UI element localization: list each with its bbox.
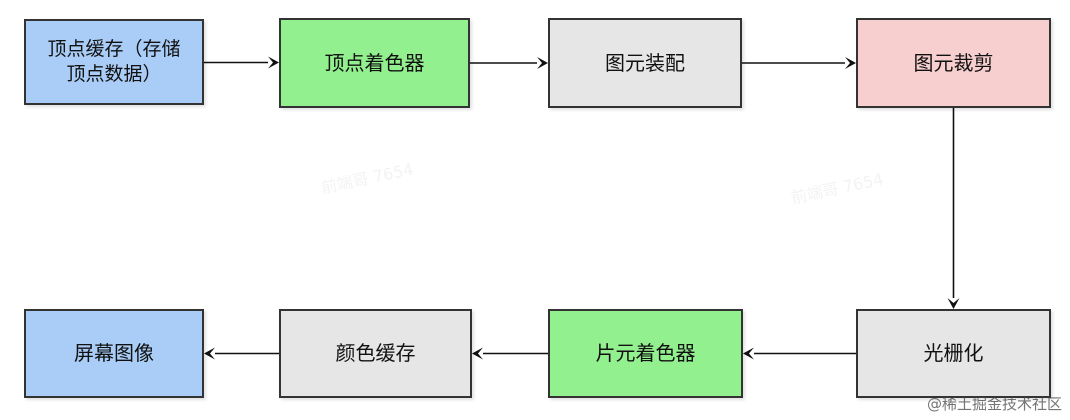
vertex-buffer-node: 顶点缓存（存储顶点数据） (24, 19, 204, 105)
edge-n6-n7 (472, 347, 548, 360)
arrowhead (845, 57, 856, 69)
arrowhead (472, 347, 483, 360)
edge-n4-n5 (947, 108, 960, 309)
edge-n1-n2 (204, 56, 279, 69)
primitive-assembly-node: 图元装配 (548, 18, 742, 108)
vertex-shader-node: 顶点着色器 (279, 18, 470, 108)
edge-n7-n8 (204, 347, 279, 360)
arrowhead (743, 347, 754, 360)
edge-n5-n6 (743, 347, 856, 360)
arrowhead (204, 347, 215, 360)
vertex-buffer-label: 顶点缓存（存储顶点数据） (47, 38, 181, 85)
arrowhead (268, 56, 279, 69)
rasterization-label: 光栅化 (923, 341, 984, 365)
primitive-clipping-label: 图元裁剪 (913, 50, 994, 75)
vertex-shader-label: 顶点着色器 (324, 50, 425, 75)
screen-image-node: 屏幕图像 (24, 309, 204, 398)
fragment-shader-node: 片元着色器 (548, 309, 743, 398)
source-credit: @稀土掘金技术社区 (926, 395, 1062, 413)
edge-n3-n4 (742, 57, 856, 69)
fragment-shader-label: 片元着色器 (595, 341, 696, 365)
arrowhead (947, 298, 960, 309)
screen-image-label: 屏幕图像 (74, 341, 154, 365)
color-buffer-node: 颜色缓存 (279, 309, 472, 398)
primitive-assembly-label: 图元装配 (605, 50, 685, 75)
primitive-clipping-node: 图元裁剪 (856, 18, 1051, 108)
arrowhead (537, 57, 548, 69)
color-buffer-label: 颜色缓存 (335, 341, 416, 365)
edge-n2-n3 (470, 57, 548, 69)
rasterization-node: 光栅化 (856, 309, 1051, 398)
